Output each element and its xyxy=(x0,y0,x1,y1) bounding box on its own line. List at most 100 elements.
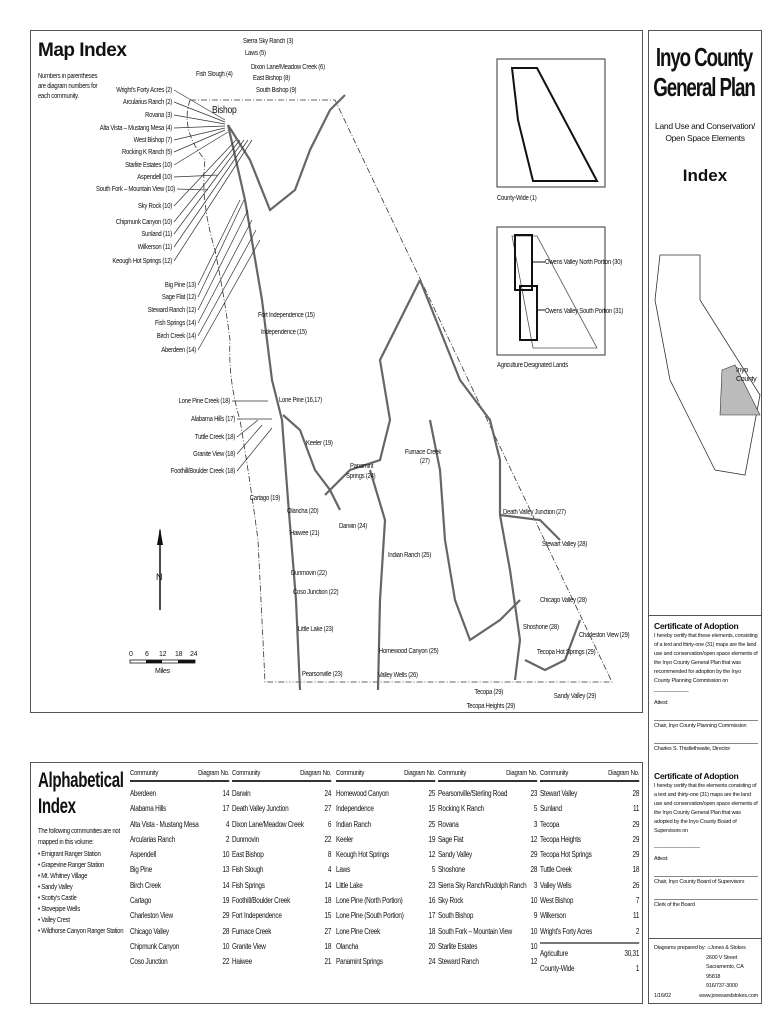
community-name: Stewart Valley xyxy=(540,789,578,798)
attest-label: Attest: xyxy=(654,856,669,862)
diagram-number: 9 xyxy=(533,911,538,921)
table-row: Lone Pine (South Portion)17 xyxy=(336,908,435,923)
diagram-no-header: Diagram No. xyxy=(300,768,332,777)
diagram-number: 14 xyxy=(324,880,332,890)
diagram-number: 25 xyxy=(428,789,436,798)
leader-lines xyxy=(173,89,273,472)
community-name: Tecopa Heights xyxy=(540,834,581,844)
community-name: Starlite Estates xyxy=(438,941,478,951)
community-name: County-Wide xyxy=(540,964,575,974)
community-name: Little Lake xyxy=(336,880,363,890)
diagram-number: 29 xyxy=(222,911,230,921)
diagram-number: 4 xyxy=(327,865,332,875)
map-label: Fish Slough (4) xyxy=(196,71,233,78)
diagram-no-header: Diagram No. xyxy=(198,768,230,777)
certificate-board-of-supervisors: Certificate of Adoption I hereby certify… xyxy=(654,770,758,910)
map-label: Birch Creek (14) xyxy=(156,333,197,340)
map-label: Coso Junction (22) xyxy=(293,589,339,596)
diagram-number: 8 xyxy=(327,850,332,860)
map-label: Bishop xyxy=(212,105,237,116)
community-name: Foothill/Boulder Creek xyxy=(232,896,291,906)
scale-bar xyxy=(129,659,196,664)
index-column: Community Diagram No. Pearsonville/Sterlin… xyxy=(438,768,537,970)
map-label: Indian Ranch (25) xyxy=(388,552,431,559)
unmapped-note: The following communities are not mapped… xyxy=(38,826,127,937)
scale-tick: 6 xyxy=(145,651,149,658)
diagram-number: 26 xyxy=(632,880,640,890)
community-name: Rovana xyxy=(438,819,459,829)
diagram-number: 29 xyxy=(632,850,640,860)
map-label: Starlite Estates (10) xyxy=(125,162,172,169)
map-label: Arcularius Ranch (2) xyxy=(122,99,172,106)
community-name: Big Pine xyxy=(130,865,152,875)
document-title-wrap: Inyo County General Plan xyxy=(650,42,758,102)
signature-line: Charles S. Thistlethwaite, Director xyxy=(654,743,758,754)
map-label: Big Pine (13) xyxy=(164,282,196,289)
diagram-number: 18 xyxy=(324,896,332,906)
community-name: South Bishop xyxy=(438,911,474,921)
north-arrow xyxy=(157,528,163,610)
diagram-no-header: Diagram No. xyxy=(404,768,436,777)
diagram-number: 18 xyxy=(632,865,640,875)
certificate-planning-commission: Certificate of Adoption I hereby certify… xyxy=(654,620,758,754)
diagram-number: 12 xyxy=(530,957,538,967)
roads xyxy=(226,94,582,691)
map-label: Owens Valley North Portion (30) xyxy=(545,259,622,266)
community-header: Community xyxy=(438,768,467,777)
map-panel xyxy=(30,30,643,713)
map-label: Stewart Valley (28) xyxy=(542,541,587,548)
community-name: Pearsonville/Sterling Road xyxy=(438,789,508,798)
diagram-number: 10 xyxy=(530,926,538,936)
diagram-number: 28 xyxy=(632,789,640,798)
community-name: Steward Ranch xyxy=(438,957,479,967)
map-label: Tuttle Creek (18) xyxy=(194,434,235,441)
community-name: Independence xyxy=(336,804,374,814)
community-name: Sierra Sky Ranch/Rudolph Ranch xyxy=(438,880,527,890)
community-name: Arcularias Ranch xyxy=(130,834,175,844)
diagram-number: 12 xyxy=(530,834,538,844)
community-header: Community xyxy=(130,768,159,777)
community-name: South Fork – Mountain View xyxy=(438,926,513,936)
unmapped-item: • Stovepipe Wells xyxy=(38,906,80,913)
diagram-number: 2 xyxy=(225,834,230,844)
community-name: Haiwee xyxy=(232,957,252,967)
diagram-number: 17 xyxy=(222,804,230,814)
map-label: Rocking K Ranch (5) xyxy=(121,149,172,156)
diagram-number: 10 xyxy=(530,941,538,951)
community-name: Aspendell xyxy=(130,850,156,860)
map-label: Aberdeen (14) xyxy=(161,347,196,354)
title-panel xyxy=(648,30,762,1004)
community-name: Fish Springs xyxy=(232,880,265,890)
table-row: Stewart Valley 28 xyxy=(540,786,639,801)
diagram-number: 28 xyxy=(222,926,230,936)
community-name: Rocking K Ranch xyxy=(438,804,484,814)
map-label: Haiwee (21) xyxy=(290,530,320,537)
map-label: Aspendell (10) xyxy=(137,174,172,181)
table-row: Arcularias Ranch 2 xyxy=(130,832,229,847)
diagram-number: 5 xyxy=(431,865,436,875)
map-label: Chicago Valley (28) xyxy=(540,597,587,604)
diagram-no-header: Diagram No. xyxy=(506,768,538,777)
map-label: Pearsonville (23) xyxy=(302,671,343,678)
community-header: Community xyxy=(232,768,261,777)
